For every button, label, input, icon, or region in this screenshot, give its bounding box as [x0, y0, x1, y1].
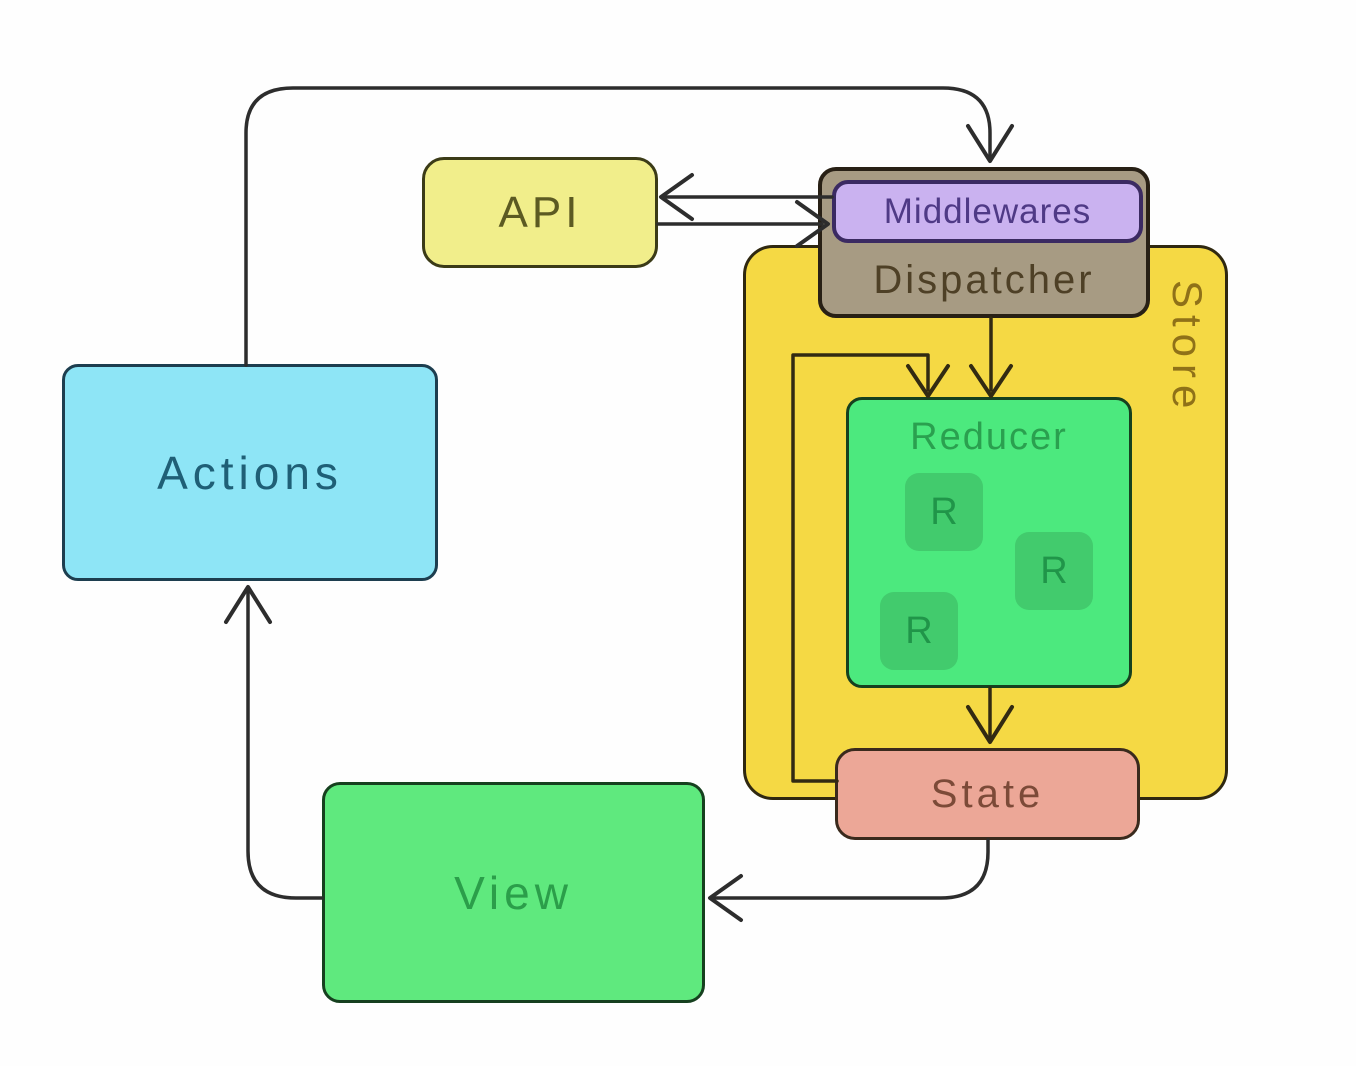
- middlewares-label: Middlewares: [883, 191, 1092, 231]
- reducer-item-r-3: R: [880, 592, 958, 670]
- actions-box: Actions: [62, 364, 438, 581]
- middlewares-box: Middlewares: [832, 180, 1143, 243]
- view-box: View: [322, 782, 705, 1003]
- arrow-api-to-middlewares: [656, 200, 830, 248]
- arrow-middlewares-to-api: [659, 173, 834, 221]
- dispatcher-label: Dispatcher: [873, 258, 1095, 302]
- state-label: State: [930, 771, 1045, 816]
- arrow-state-to-view: [708, 838, 990, 922]
- api-label: API: [498, 187, 582, 237]
- reducer-label: Reducer: [910, 415, 1068, 458]
- arrow-view-to-actions: [224, 585, 324, 900]
- actions-label: Actions: [157, 446, 343, 499]
- state-box: State: [835, 748, 1140, 840]
- reducer-item-r-2: R: [1015, 532, 1093, 610]
- reducer-item-r-1: R: [905, 473, 983, 551]
- view-label: View: [454, 866, 573, 919]
- api-box: API: [422, 157, 658, 268]
